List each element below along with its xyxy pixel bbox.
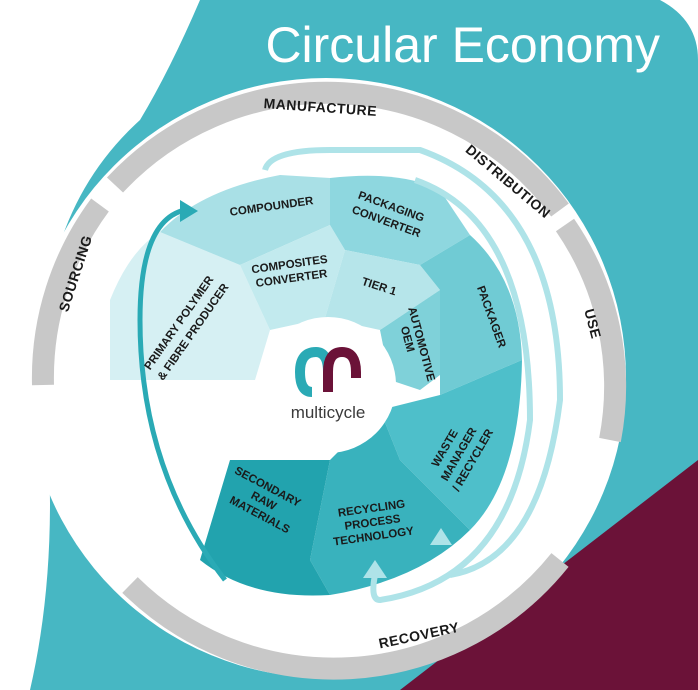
flow-arrow-inner [370,177,534,604]
arrowhead-waste [430,528,452,545]
flow-arrow-top [262,147,564,578]
page-title: Circular Economy [265,17,660,73]
segment-compounder [160,175,330,265]
use-arc [555,218,627,443]
segment-automotive-oem [380,290,440,390]
segment-packager [420,235,522,395]
arrowhead-recovery [363,560,387,578]
segment-recycling-process [310,410,470,595]
stage-use: USE [581,307,604,340]
stage-manufacture: MANUFACTURE [263,95,377,119]
flow-arrow-secondary [137,207,227,582]
multicycle-logo-icon [295,346,361,397]
logo-text: multicycle [291,403,366,422]
segment-packaging-converter [330,175,470,265]
manufacture-arc [106,81,569,217]
segment-tier1 [325,250,440,330]
arrowhead-compounder [180,200,198,222]
segment-waste-manager [380,360,522,530]
segment-composites-converter [240,225,345,330]
sourcing-arc [31,198,109,386]
segment-primary-polymer [110,232,270,380]
recovery-arc [122,553,569,680]
segment-secondary-raw [200,460,330,596]
